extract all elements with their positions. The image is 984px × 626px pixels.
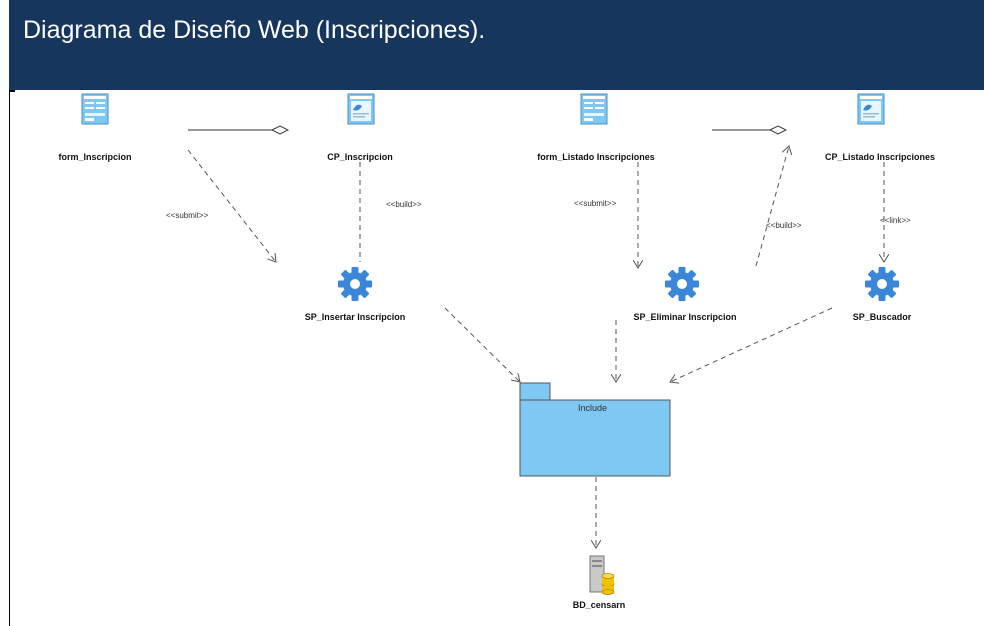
node-sp-eliminar: SP_Eliminar Inscripcion <box>633 312 736 322</box>
client-page-icon <box>857 93 885 125</box>
slide-title: Diagrama de Diseño Web (Inscripciones). <box>23 16 486 44</box>
database-icon <box>589 555 615 595</box>
gear-icon <box>338 267 372 301</box>
build-link-cp-listado <box>755 146 789 267</box>
node-sp-buscador: SP_Buscador <box>853 312 912 322</box>
node-form-listado: form_Listado Inscripciones <box>537 152 655 162</box>
stereotype-link-1: <<link>> <box>880 216 911 225</box>
stereotype-submit-1: <<submit>> <box>166 211 209 220</box>
dependency-insertar-include <box>444 307 520 382</box>
stereotype-submit-2: <<submit>> <box>574 199 617 208</box>
stereotype-build-2: <<build>> <box>766 221 802 230</box>
node-sp-insertar: SP_Insertar Inscripcion <box>305 312 406 322</box>
package-include-label: Include <box>578 403 607 413</box>
submit-link-form-inscripcion <box>187 149 276 262</box>
node-form-inscripcion: form_Inscripcion <box>58 152 131 162</box>
package-icon <box>519 382 671 477</box>
gear-icon <box>865 267 899 301</box>
gear-icon <box>665 267 699 301</box>
client-page-icon <box>347 93 375 125</box>
left-border-line <box>9 90 10 626</box>
web-form-icon <box>81 93 109 125</box>
node-cp-listado: CP_Listado Inscripciones <box>825 152 935 162</box>
web-form-icon <box>580 93 608 125</box>
slide-header: Diagrama de Diseño Web (Inscripciones). <box>9 0 984 90</box>
node-cp-inscripcion: CP_Inscripcion <box>327 152 393 162</box>
left-border-tick <box>9 90 15 92</box>
node-bd-censarn: BD_censarn <box>573 600 626 610</box>
stereotype-build-1: <<build>> <box>386 200 422 209</box>
dependency-buscador-include <box>670 307 833 382</box>
